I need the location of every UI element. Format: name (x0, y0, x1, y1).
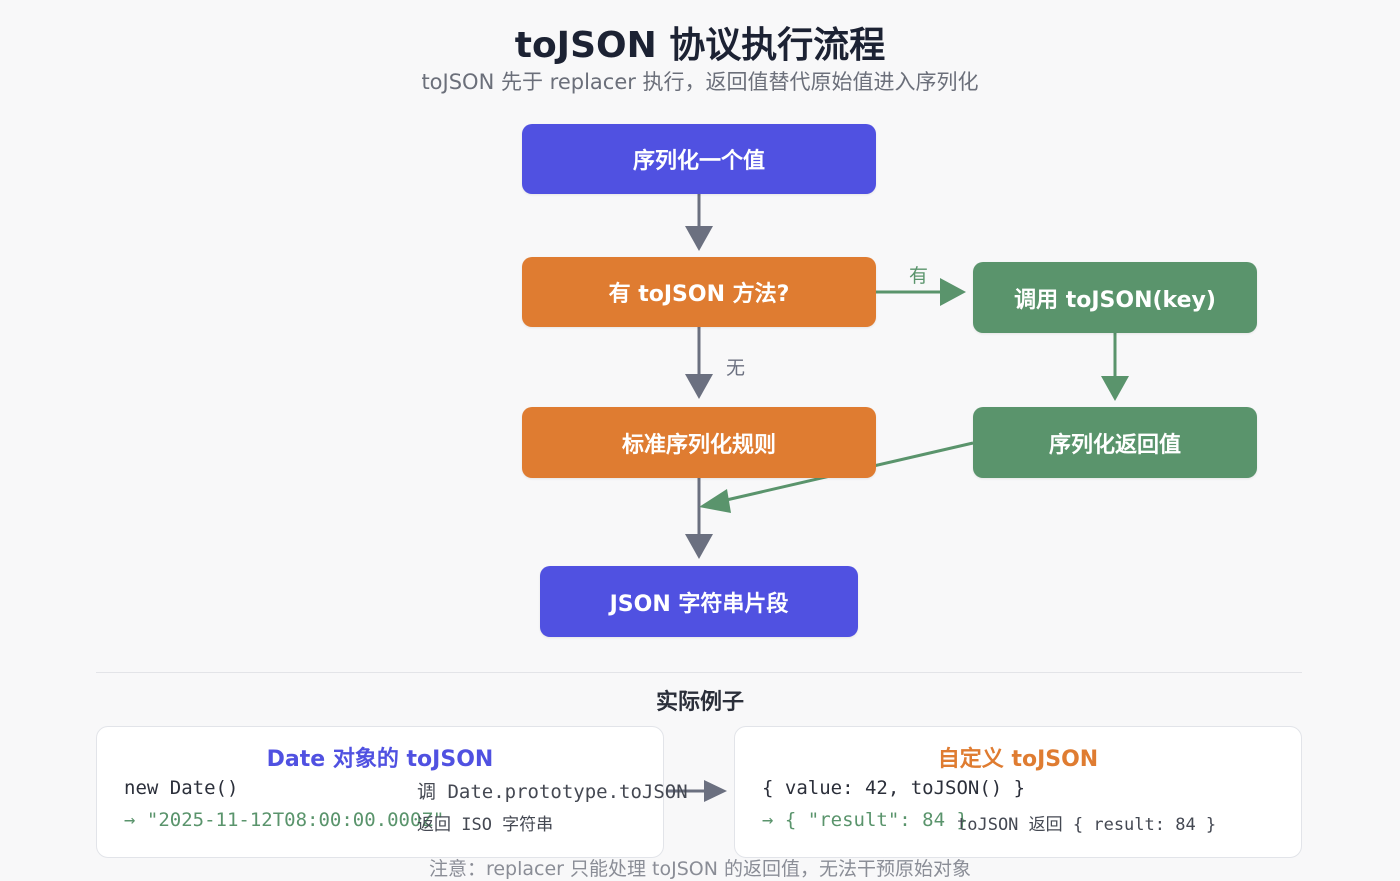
node-standard-rules: 标准序列化规则 (522, 407, 876, 478)
custom-result-desc: toJSON 返回 { result: 84 } (957, 815, 1217, 835)
node-serialize-return-label: 序列化返回值 (1048, 432, 1181, 458)
node-start: 序列化一个值 (522, 124, 876, 194)
edge-label-yes: 有 (909, 265, 929, 287)
date-result-desc: 返回 ISO 字符串 (417, 815, 554, 835)
date-result-line: → "2025-11-12T08:00:00.000Z" (124, 809, 445, 831)
section-divider (96, 672, 1302, 673)
page-title: toJSON 协议执行流程 (514, 25, 886, 66)
example-card-date: Date 对象的 toJSON new Date() 调 Date.protot… (96, 726, 688, 858)
arrowhead-start-to-decision (685, 226, 713, 251)
custom-result-line: → { "result": 84 } (762, 809, 968, 831)
node-call-tojson: 调用 toJSON(key) (973, 262, 1257, 333)
examples-section-title: 实际例子 (655, 690, 744, 715)
node-start-label: 序列化一个值 (632, 149, 765, 174)
edge-label-no: 无 (726, 357, 746, 379)
custom-code-line: { value: 42, toJSON() } (762, 777, 1026, 799)
arrowhead-example-cards (704, 780, 727, 802)
node-standard-rules-label: 标准序列化规则 (621, 432, 776, 458)
node-output-label: JSON 字符串片段 (609, 591, 789, 617)
node-output: JSON 字符串片段 (540, 566, 858, 637)
page-subtitle: toJSON 先于 replacer 执行，返回值替代原始值进入序列化 (421, 70, 979, 94)
node-serialize-return: 序列化返回值 (973, 407, 1257, 478)
arrowhead-standard-to-output (685, 534, 713, 559)
date-code-line: new Date() (124, 777, 239, 799)
arrowhead-decision-to-standard (685, 374, 713, 399)
arrowhead-serialize-to-merge (699, 489, 731, 513)
node-decision-label: 有 toJSON 方法? (608, 282, 790, 307)
arrowhead-decision-to-call (940, 278, 966, 306)
example-card-custom: 自定义 toJSON { value: 42, toJSON() } → { "… (734, 726, 1302, 858)
arrowhead-call-to-serialize (1101, 376, 1129, 401)
example-card-date-title: Date 对象的 toJSON (266, 747, 494, 772)
node-decision: 有 toJSON 方法? (522, 257, 876, 327)
example-card-custom-title: 自定义 toJSON (937, 747, 1099, 772)
footer-note: 注意：replacer 只能处理 toJSON 的返回值，无法干预原始对象 (428, 858, 972, 880)
date-call-desc: 调 Date.prototype.toJSON (417, 781, 688, 803)
node-call-tojson-label: 调用 toJSON(key) (1014, 287, 1216, 313)
